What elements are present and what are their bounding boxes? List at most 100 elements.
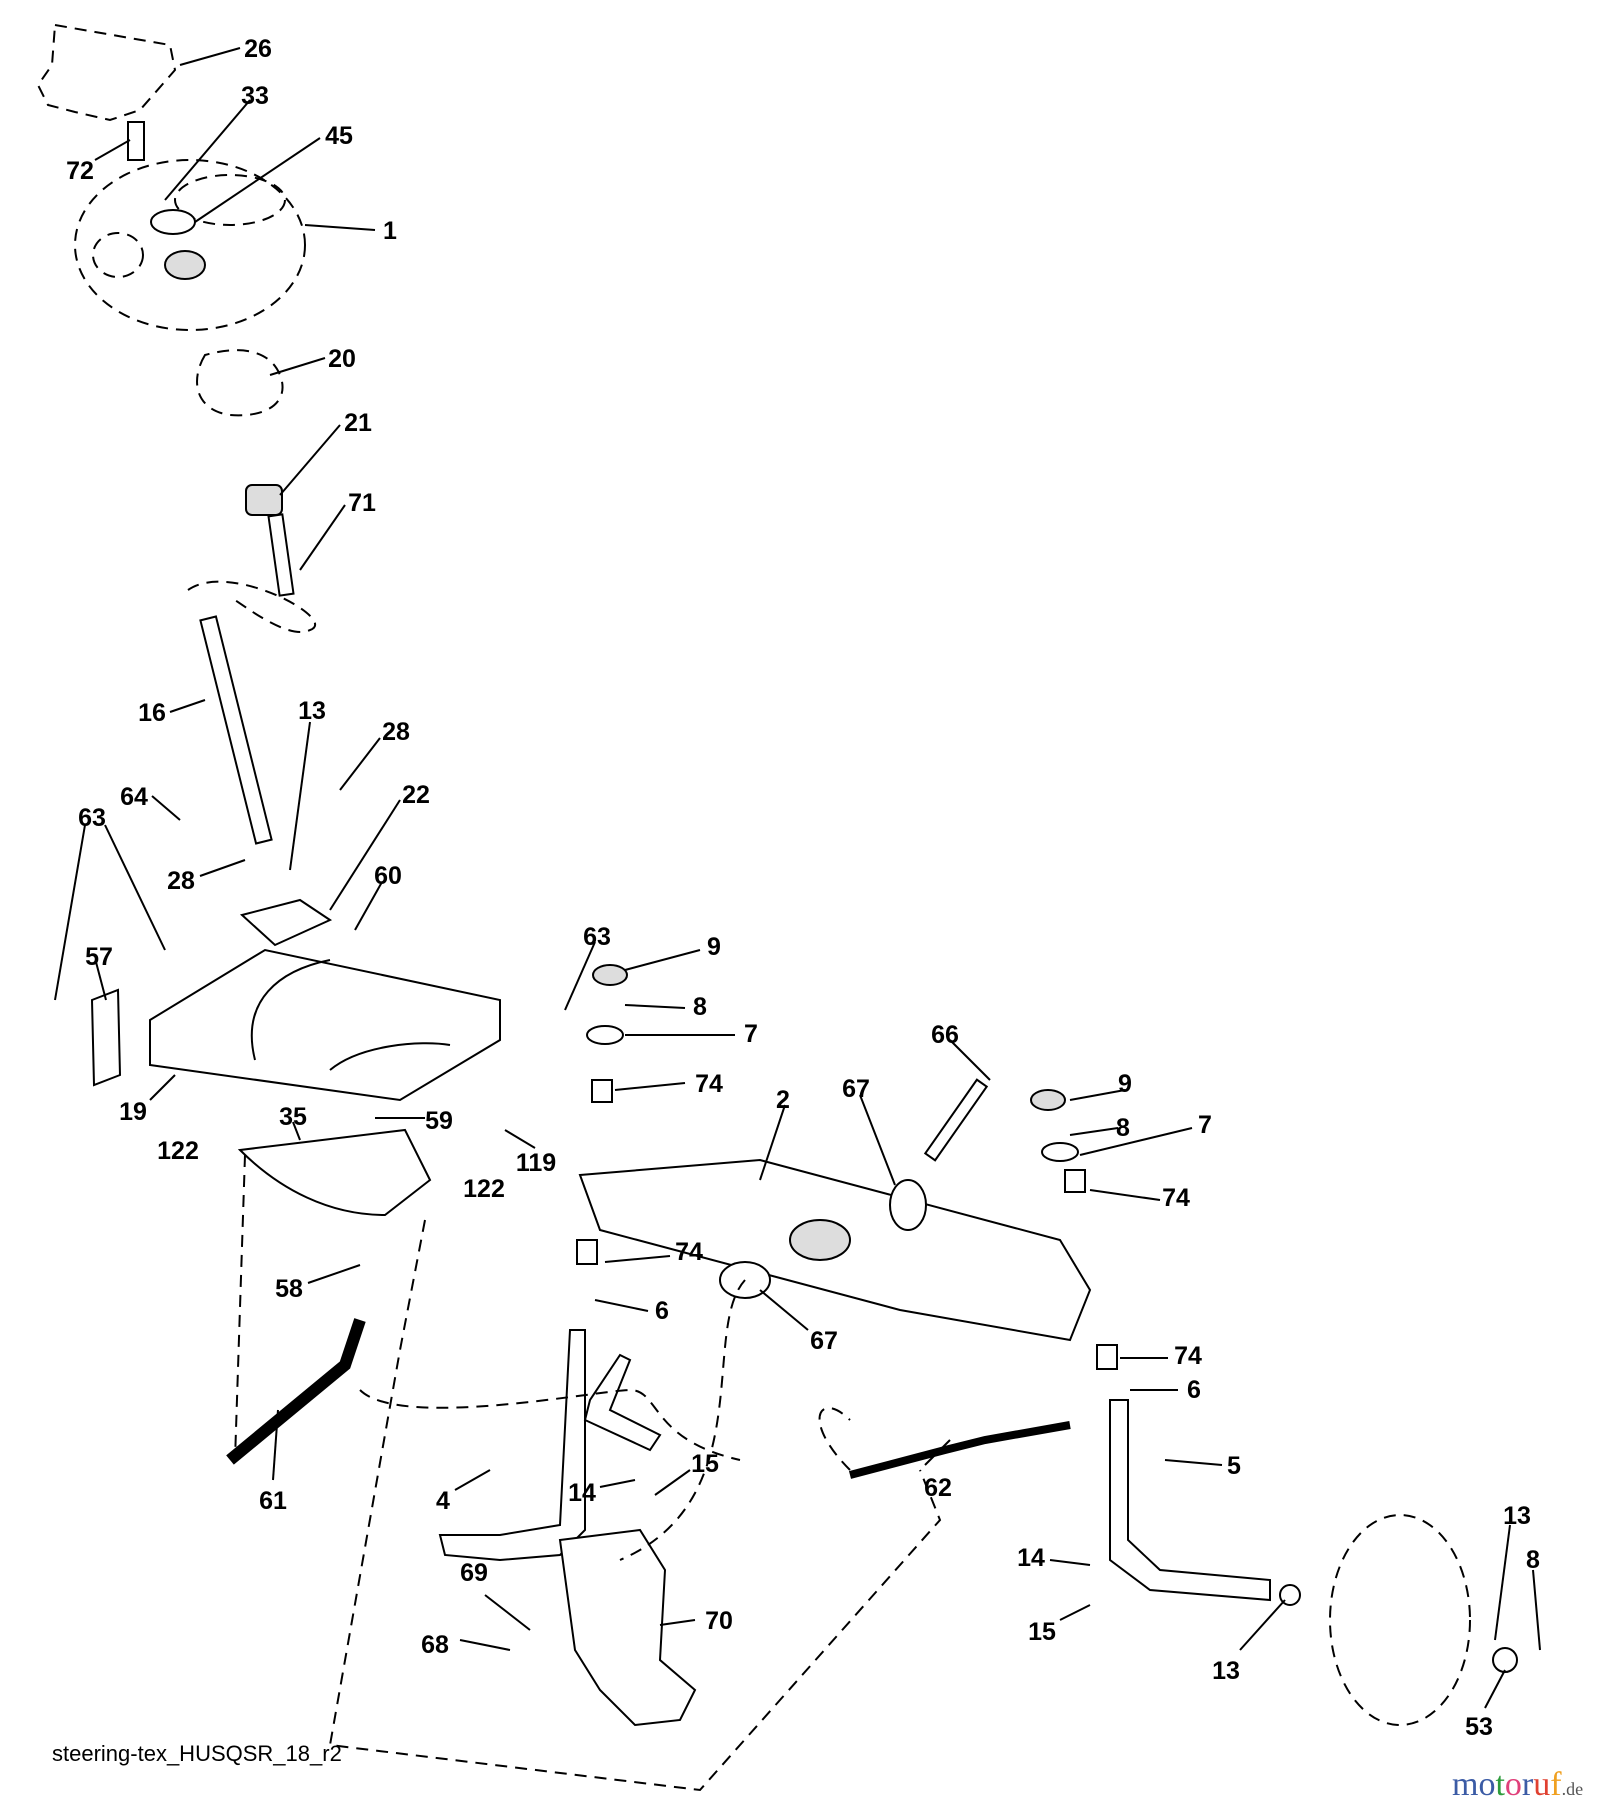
callout-label: 21 [344, 409, 372, 437]
callout-label: 35 [279, 1103, 307, 1131]
cap-20 [196, 349, 284, 417]
callout-label: 26 [244, 35, 272, 63]
bolt-72 [127, 121, 145, 161]
callout-label: 15 [1028, 1618, 1056, 1646]
watermark-letter: m [1452, 1766, 1478, 1800]
callout-label: 74 [1162, 1184, 1190, 1212]
callout-label: 53 [1465, 1713, 1493, 1741]
cap-9-right [1030, 1089, 1066, 1111]
callout-label: 74 [1174, 1342, 1202, 1370]
steering-shaft-16 [199, 615, 273, 845]
adapter-21 [245, 484, 283, 516]
drag-link-61 [226, 1318, 366, 1465]
bracket-70 [558, 1528, 697, 1727]
watermark-logo: motoruf.de [1452, 1766, 1583, 1800]
spindle-4 [438, 1329, 586, 1562]
cap-9-left [592, 964, 628, 986]
callout-label: 60 [374, 862, 402, 890]
callout-label: 28 [382, 718, 410, 746]
watermark-letter: f [1550, 1766, 1562, 1800]
callout-label: 45 [325, 122, 353, 150]
callout-label: 20 [328, 345, 356, 373]
washer-53 [1492, 1647, 1518, 1673]
routing-line [328, 1219, 942, 1792]
washer-7-right [1041, 1142, 1079, 1162]
watermark-letter: o [1505, 1766, 1522, 1800]
callout-label: 66 [931, 1021, 959, 1049]
watermark-letter: t [1495, 1766, 1505, 1800]
mounting-plate-19 [149, 948, 501, 1102]
callout-label: 122 [157, 1137, 199, 1165]
bracket-22 [239, 898, 333, 947]
bracket-57 [90, 988, 122, 1087]
callout-label: 119 [516, 1149, 556, 1177]
callout-label: 13 [1503, 1502, 1531, 1530]
steering-wheel [74, 159, 306, 331]
callout-label: 8 [1526, 1546, 1540, 1574]
callout-label: 62 [924, 1474, 952, 1502]
callout-label: 4 [436, 1487, 450, 1515]
callout-label: 22 [402, 781, 430, 809]
callout-label: 57 [85, 943, 113, 971]
callout-label: 2 [776, 1086, 790, 1114]
callout-label: 74 [675, 1238, 703, 1266]
callout-label: 74 [695, 1070, 723, 1098]
callout-label: 70 [705, 1607, 733, 1635]
callout-label: 63 [78, 804, 106, 832]
shaft-break-line [187, 580, 317, 633]
callout-label: 14 [1017, 1544, 1045, 1572]
drag-link-62 [848, 1421, 1071, 1479]
watermark-letter: u [1533, 1766, 1550, 1800]
callout-label: 33 [241, 82, 269, 110]
wheel-spoke-left [92, 232, 144, 278]
washer-45 [150, 209, 196, 235]
callout-label: 9 [707, 933, 721, 961]
callout-label: 16 [138, 699, 166, 727]
watermark-letter: o [1478, 1766, 1495, 1800]
callout-label: 9 [1118, 1070, 1132, 1098]
callout-label: 67 [842, 1075, 870, 1103]
routing-line [359, 1388, 741, 1461]
callout-label: 8 [1116, 1114, 1130, 1142]
callout-label: 6 [655, 1297, 669, 1325]
callout-label: 61 [259, 1487, 287, 1515]
callout-label: 71 [348, 489, 376, 517]
plate-slot [329, 1042, 451, 1071]
callout-label: 28 [167, 867, 195, 895]
callout-label: 67 [810, 1327, 838, 1355]
callout-label: 8 [693, 993, 707, 1021]
callout-label: 72 [66, 157, 94, 185]
wheel-spoke-top [174, 174, 286, 226]
routing-line [619, 1279, 746, 1561]
bushing-74-right [1064, 1169, 1086, 1193]
bushing-74-lower-right [1096, 1344, 1118, 1370]
callout-label: 13 [1212, 1657, 1240, 1685]
diagram-caption: steering-tex_HUSQSR_18_r2 [52, 1741, 342, 1766]
front-tire [1329, 1514, 1471, 1726]
callout-label: 15 [691, 1450, 719, 1478]
callout-label: 5 [1227, 1452, 1241, 1480]
wheel-hub [164, 250, 206, 280]
spacer-67 [889, 1179, 927, 1231]
dashboard-outline [36, 23, 177, 122]
callout-label: 19 [119, 1098, 147, 1126]
axle-center-pivot [789, 1219, 851, 1261]
callout-label: 58 [275, 1275, 303, 1303]
sector-gear-35 [237, 1128, 432, 1217]
callout-label: 6 [1187, 1376, 1201, 1404]
watermark-letter: r [1522, 1766, 1534, 1800]
bolt-66 [923, 1078, 989, 1162]
washer-7-left [586, 1025, 624, 1045]
callout-label: 1 [383, 217, 397, 245]
shaft-71 [267, 513, 295, 597]
spindle-arm [583, 1353, 662, 1452]
callout-label: 69 [460, 1559, 488, 1587]
callout-label: 68 [421, 1631, 449, 1659]
callout-label: 63 [583, 923, 611, 951]
bushing-74-lower-left [576, 1239, 598, 1265]
callout-label: 122 [463, 1175, 505, 1203]
leader-lines [54, 47, 1541, 1709]
callout-label: 13 [298, 697, 326, 725]
